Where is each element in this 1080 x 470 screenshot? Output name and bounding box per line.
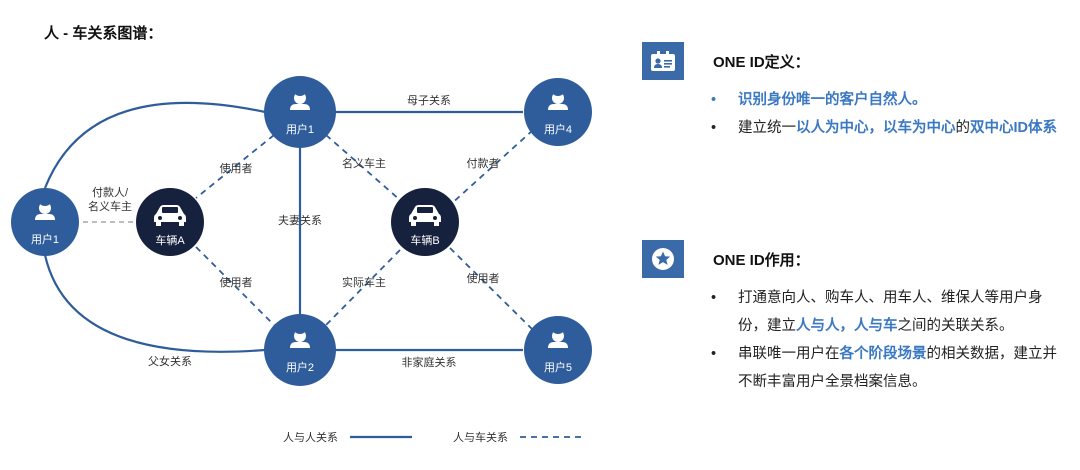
node-car-b: 车辆B (391, 188, 459, 256)
edge-nominal-owner (325, 134, 401, 201)
node-user1-left: 用户1 (11, 188, 79, 256)
edge-payer-b (449, 129, 534, 206)
node-user4: 用户4 (524, 78, 592, 146)
bullet-text: 串联唯一用户在 (738, 346, 840, 362)
label-father-daughter: 父女关系 (148, 354, 192, 368)
label-nominal-owner: 名义车主 (342, 156, 386, 170)
label-actual-owner: 实际车主 (342, 275, 386, 289)
node-label: 车辆B (410, 233, 439, 247)
label-payer-nominal-1: 付款人/ (92, 185, 129, 199)
star-icon (642, 240, 684, 278)
bullet-item: • 打通意向人、购车人、用车人、维保人等用户身份，建立人与人，人与车之间的关联关… (704, 284, 1060, 340)
bullet-text: 的 (955, 120, 971, 136)
function-bullets: • 打通意向人、购车人、用车人、维保人等用户身份，建立人与人，人与车之间的关联关… (704, 284, 1060, 396)
bullet-item: • 识别身份唯一的客户自然人。 (704, 86, 1060, 114)
bullet-text-highlight: 识别身份唯一的客户自然人。 (738, 92, 927, 108)
definition-bullets: • 识别身份唯一的客户自然人。 • 建立统一以人为中心，以车为中心的双中心ID体… (704, 86, 1060, 142)
one-id-definition-panel: ONE ID定义： • 识别身份唯一的客户自然人。 • 建立统一以人为中心，以车… (642, 42, 1062, 182)
legend-person-person-label: 人与人关系 (283, 430, 338, 444)
node-user5: 用户5 (524, 316, 592, 384)
panel-title: ONE ID定义： (713, 54, 810, 71)
bullet-dot: • (711, 290, 717, 306)
page-title: 人 - 车关系图谱： (44, 25, 163, 42)
edge-user-a-top (195, 134, 275, 199)
label-payer-b: 付款者 (467, 156, 500, 170)
edge-user-a-bottom (195, 246, 275, 326)
node-label: 用户2 (286, 360, 314, 374)
bullet-text-highlight: 各个阶段场景 (839, 346, 927, 362)
one-id-function-panel: ONE ID作用： • 打通意向人、购车人、用车人、维保人等用户身份，建立人与人… (642, 240, 1062, 410)
person-person-edges (43, 101, 523, 353)
bullet-dot: • (711, 92, 717, 108)
label-user-a-bottom: 使用者 (220, 276, 253, 289)
bullet-text: 的相关数据，建立并不断丰富用户全景档案信息。 (738, 346, 1057, 390)
bullet-item: • 建立统一以人为中心，以车为中心的双中心ID体系 (704, 114, 1060, 142)
bullet-dot: • (711, 346, 717, 362)
label-user-a-top: 使用者 (220, 162, 253, 175)
edge-u0-u1-arc (43, 101, 266, 189)
node-user1-top: 用户1 (264, 76, 336, 148)
bullet-text: 建立统一 (738, 120, 796, 136)
bullet-text: 打通意向人、购车人、用车人、维保人等用户身份，建立 (738, 290, 1043, 334)
node-car-a: 车辆A (136, 188, 204, 256)
label-payer-nominal-2: 名义车主 (88, 199, 132, 213)
node-label: 用户1 (31, 232, 59, 246)
node-label: 用户5 (544, 360, 572, 374)
id-card-icon (642, 42, 684, 80)
bullet-text: 之间的关联关系。 (897, 318, 1014, 334)
edge-father-daughter-arc (43, 254, 266, 353)
legend: 人与人关系 人与车关系 (283, 430, 584, 444)
bullet-item: • 串联唯一用户在各个阶段场景的相关数据，建立并不断丰富用户全景档案信息。 (704, 340, 1060, 396)
node-user2: 用户2 (264, 314, 336, 386)
node-label: 用户1 (286, 122, 314, 136)
bullet-text-highlight: 双中心ID体系 (970, 120, 1057, 136)
edge-user-b (449, 247, 534, 331)
label-husband-wife: 夫妻关系 (278, 213, 322, 227)
panel-title: ONE ID作用： (713, 252, 810, 269)
label-mother-child: 母子关系 (407, 93, 451, 107)
node-label: 用户4 (544, 122, 572, 136)
person-car-edges (195, 129, 534, 331)
node-label: 车辆A (155, 233, 185, 247)
legend-person-car-label: 人与车关系 (453, 430, 508, 444)
relationship-graph: 母子关系 父女关系 夫妻关系 非家庭关系 使用者 使用者 名义车主 实际车主 付… (11, 76, 592, 444)
bullet-dot: • (711, 120, 717, 136)
label-user-b: 使用者 (467, 272, 500, 285)
bullet-text-highlight: 人与人，人与车 (796, 318, 898, 334)
label-non-family: 非家庭关系 (402, 355, 457, 369)
bullet-text-highlight: 以人为中心，以车为中心 (796, 120, 956, 136)
